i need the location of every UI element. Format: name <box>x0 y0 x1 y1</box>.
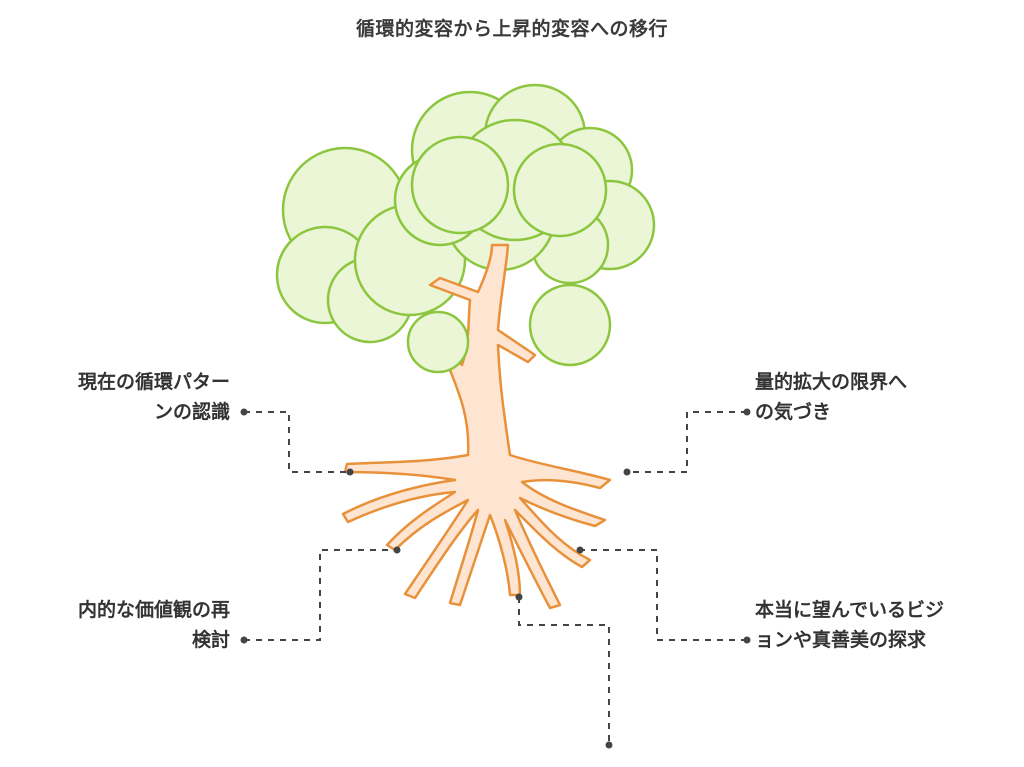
label-bottom-right-line1: 本当に望んでいるビジ <box>755 599 945 621</box>
diagram-title: 循環的変容から上昇的変容への移行 <box>355 18 668 40</box>
label-top-left-line2: ンの認識 <box>153 401 230 423</box>
connector-dots <box>240 408 751 749</box>
label-bottom-right-line2: ョンや真善美の探求 <box>755 629 927 651</box>
label-top-left-line1: 現在の循環パター <box>77 371 230 393</box>
label-top-right: 量的拡大の限界へ の気づき <box>755 367 985 427</box>
connector-bottom-center <box>518 597 610 745</box>
connector-bottom-right <box>580 549 747 641</box>
label-top-right-line2: の気づき <box>755 401 832 423</box>
tree-trunk <box>341 243 612 610</box>
connectors <box>244 411 747 745</box>
label-top-left: 現在の循環パター ンの認識 <box>20 367 230 427</box>
label-bottom-left: 内的な価値観の再 検討 <box>20 595 230 655</box>
connector-top-left <box>244 411 350 473</box>
tree-canopy-front <box>406 118 612 374</box>
connector-top-right <box>627 411 747 473</box>
label-bottom-right: 本当に望んでいるビジ ョンや真善美の探求 <box>755 595 1017 655</box>
label-bottom-left-line1: 内的な価値観の再 <box>77 599 230 621</box>
label-top-right-line1: 量的拡大の限界へ <box>755 371 908 393</box>
connector-bottom-left <box>244 549 397 641</box>
label-bottom-left-line2: 検討 <box>191 629 230 651</box>
